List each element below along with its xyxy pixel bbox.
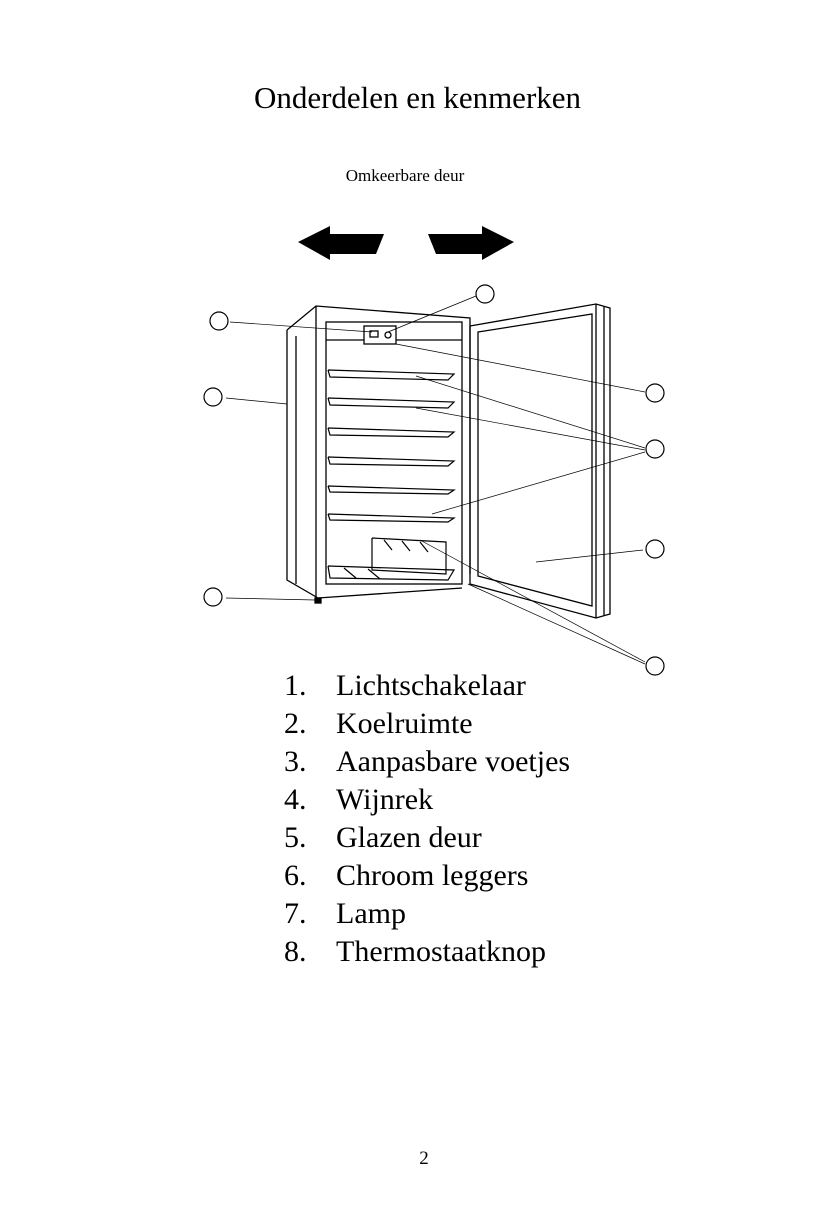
list-item: 2.Koelruimte [284,705,570,743]
callout-marker [210,312,228,330]
arrow-right-icon [428,226,514,260]
callout-marker [646,657,664,675]
item-number: 8. [284,933,336,971]
list-item: 5.Glazen deur [284,819,570,857]
callout-marker [476,285,494,303]
callout-marker [646,440,664,458]
item-label: Koelruimte [336,707,473,740]
callout-marker [204,588,222,606]
list-item: 6.Chroom leggers [284,857,570,895]
item-number: 3. [284,743,336,781]
item-label: Lichtschakelaar [336,669,526,702]
item-number: 5. [284,819,336,857]
list-item: 7.Lamp [284,895,570,933]
callout-lines [226,296,645,664]
callout-marker [646,540,664,558]
item-label: Glazen deur [336,821,482,854]
wine-cooler-diagram [0,0,835,700]
list-item: 4.Wijnrek [284,781,570,819]
item-label: Wijnrek [336,783,433,816]
list-item: 3.Aanpasbare voetjes [284,743,570,781]
item-label: Aanpasbare voetjes [336,745,570,778]
list-item: 8.Thermostaatknop [284,933,570,971]
callout-marker [204,388,222,406]
item-number: 4. [284,781,336,819]
arrow-left-icon [298,226,384,260]
parts-list: 1.Lichtschakelaar 2.Koelruimte 3.Aanpasb… [284,667,570,971]
page-number: 2 [0,1148,835,1170]
item-label: Thermostaatknop [336,935,546,968]
callout-marker [646,384,664,402]
cabinet [287,306,470,603]
item-number: 6. [284,857,336,895]
glass-door [470,304,610,618]
list-item: 1.Lichtschakelaar [284,667,570,705]
item-label: Lamp [336,897,406,930]
item-number: 2. [284,705,336,743]
item-number: 1. [284,667,336,705]
callout-markers [204,285,664,675]
item-number: 7. [284,895,336,933]
item-label: Chroom leggers [336,859,528,892]
